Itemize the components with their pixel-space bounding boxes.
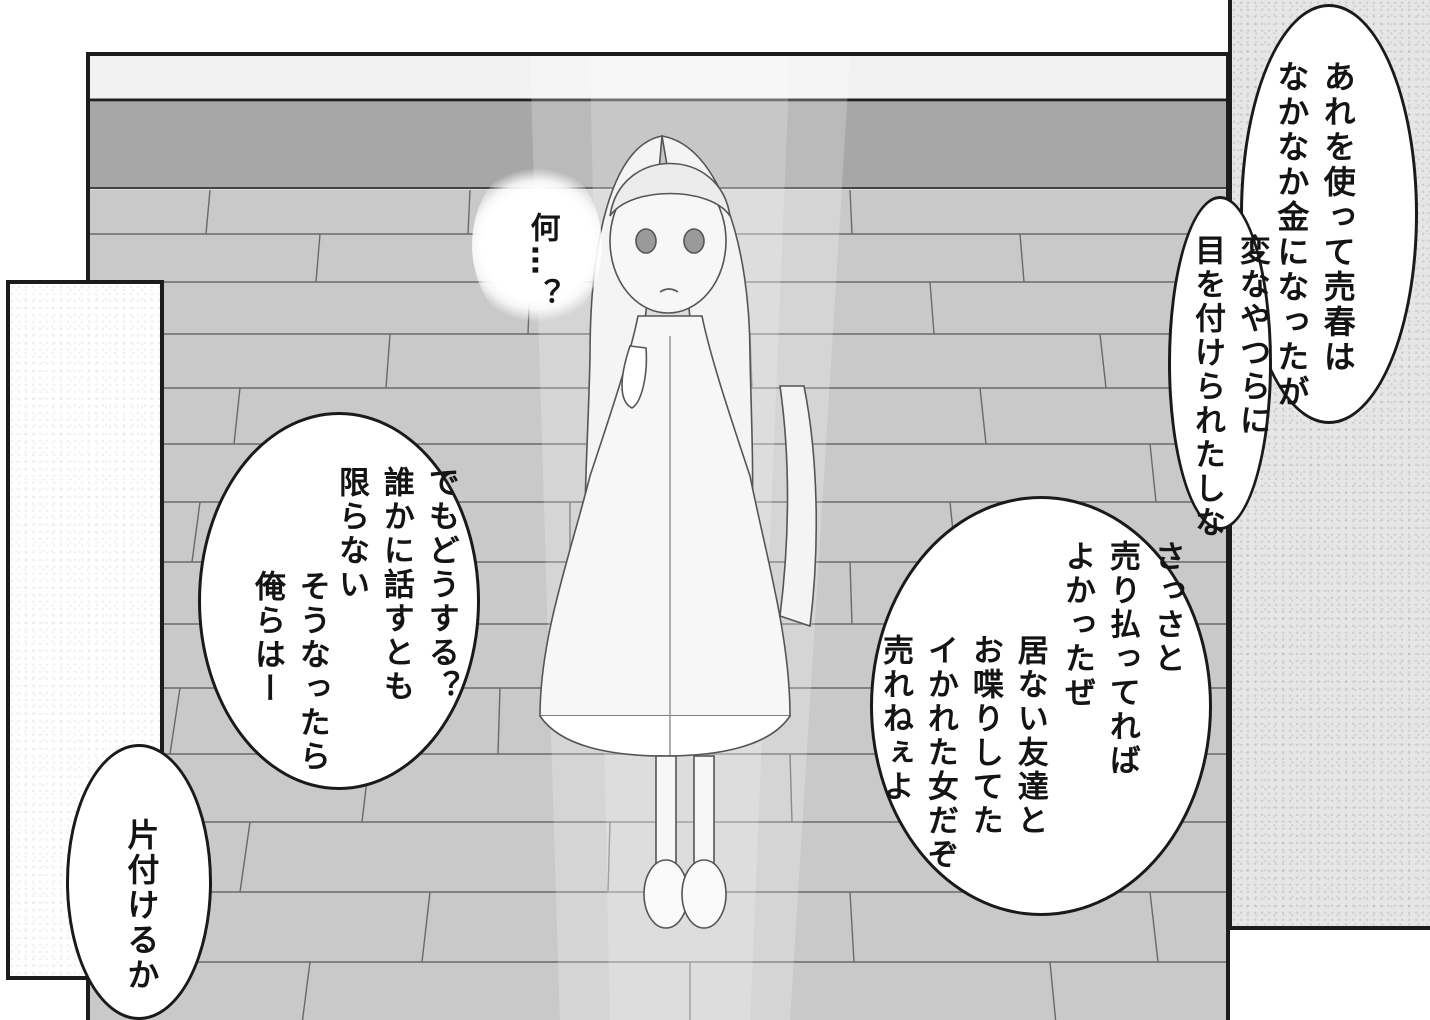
speech-text-5: そうなったら 俺らはー	[248, 570, 330, 774]
speech-bubble-6	[870, 496, 1212, 916]
speech-bubble-1	[1240, 4, 1418, 424]
speech-text-8: 片付けるか	[122, 818, 161, 993]
speech-bubble-8	[66, 744, 212, 1020]
speech-text-1: あれを使って売春は なかなか金になったが	[1272, 60, 1357, 410]
speech-text-4: でもどうする？ 誰かに話すとも 限らない	[332, 466, 459, 704]
thought-halo	[472, 160, 602, 330]
speech-bubble-4	[198, 412, 480, 790]
speech-text-2: 変なやつらに 目を付けられたしな	[1188, 234, 1270, 540]
girl-figure	[539, 135, 818, 929]
speech-bubble-2	[1168, 196, 1272, 530]
speech-text-7: 居ない友達と お喋りしてた イかれた女だぞ 売れねぇよ	[876, 634, 1048, 872]
speech-text-3: 何…？	[524, 212, 560, 311]
speech-text-6: さっさと 売り払ってれば よかったぜ	[1058, 540, 1185, 778]
